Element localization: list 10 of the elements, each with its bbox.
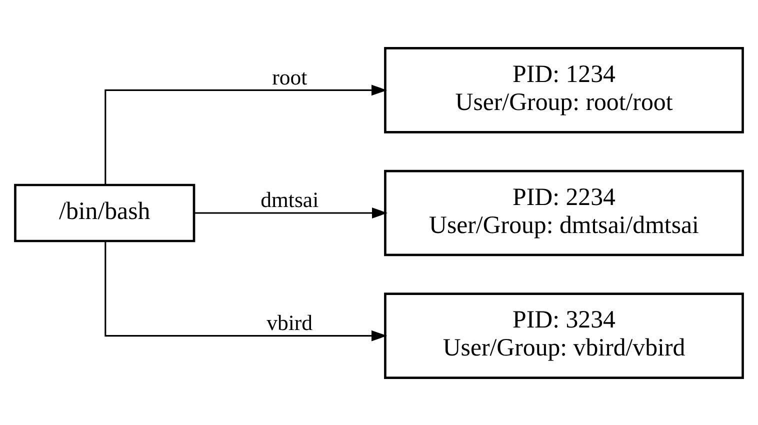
edge-label: dmtsai	[260, 188, 319, 212]
node-box: PID: 3234 User/Group: vbird/vbird	[384, 292, 744, 378]
arrow	[194, 207, 388, 218]
node-box: PID: 2234 User/Group: dmtsai/dmtsai	[384, 169, 744, 256]
arrow	[104, 84, 388, 184]
node-box: /bin/bash	[14, 183, 196, 242]
edge-label: root	[272, 64, 308, 89]
arrow	[104, 240, 388, 341]
edge-label: vbird	[266, 310, 313, 334]
node-box: PID: 1234 User/Group: root/root	[384, 46, 744, 133]
